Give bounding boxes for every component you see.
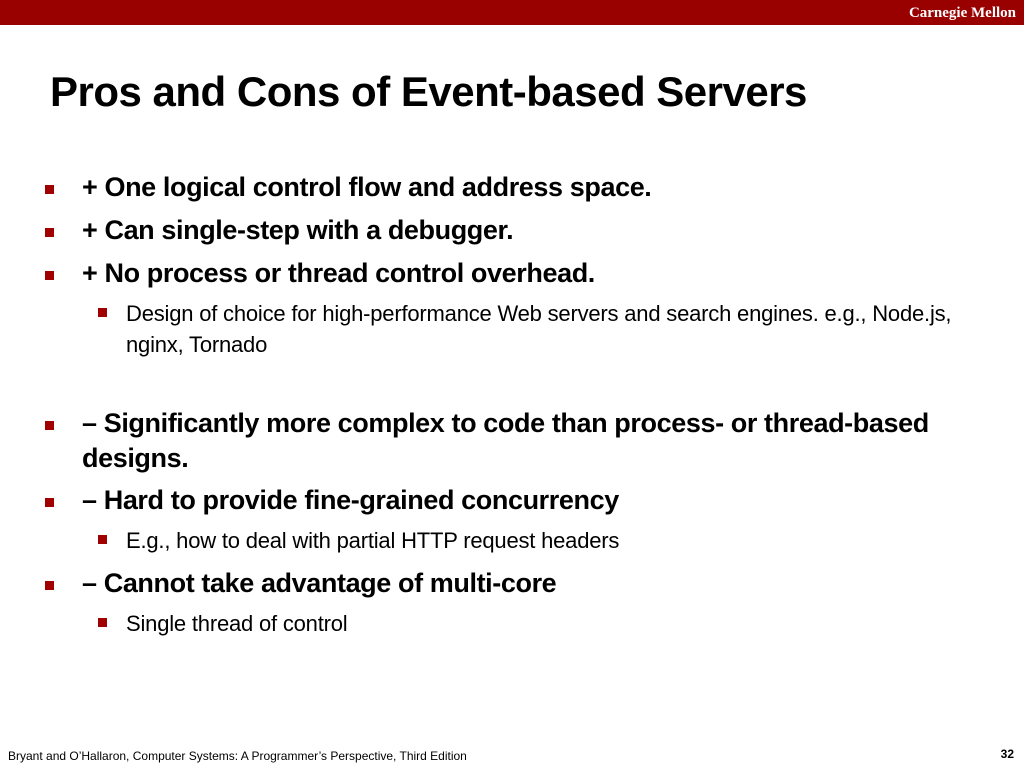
bullet-text: – Significantly more complex to code tha… [82, 408, 929, 473]
brand-label: Carnegie Mellon [908, 5, 1016, 21]
bullet-text: + No process or thread control overhead. [82, 258, 595, 288]
bullet-text: – Hard to provide fine-grained concurren… [82, 485, 619, 515]
slide-title: Pros and Cons of Event-based Servers [50, 68, 807, 115]
square-bullet-icon [45, 271, 54, 280]
bullet-text: + One logical control flow and address s… [82, 172, 652, 202]
bullet-text: – Cannot take advantage of multi-core [82, 568, 557, 598]
sub-bullet-text: E.g., how to deal with partial HTTP requ… [126, 528, 620, 553]
footer-citation: Bryant and O’Hallaron, Computer Systems:… [8, 749, 467, 763]
page-number: 32 [1000, 747, 1014, 761]
square-bullet-icon [45, 498, 54, 507]
square-bullet-icon [45, 185, 54, 194]
header-bar: Carnegie Mellon [0, 0, 1024, 25]
square-sub-bullet-icon [98, 618, 107, 627]
square-bullet-icon [45, 581, 54, 590]
square-bullet-icon [45, 228, 54, 237]
square-sub-bullet-icon [98, 535, 107, 544]
sub-bullet-text: Design of choice for high-performance We… [126, 301, 952, 357]
bullet-text: + Can single-step with a debugger. [82, 215, 514, 245]
sub-bullet-text: Single thread of control [126, 611, 348, 636]
square-sub-bullet-icon [98, 308, 107, 317]
square-bullet-icon [45, 421, 54, 430]
